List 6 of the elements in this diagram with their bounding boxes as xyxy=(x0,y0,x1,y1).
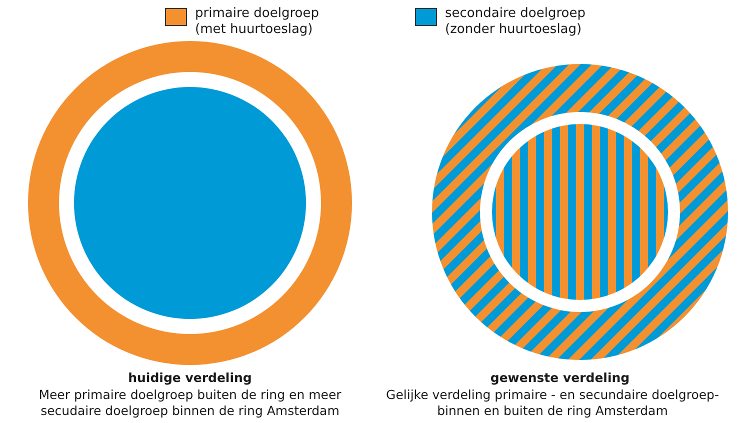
caption-text: Meer primaire doelgroep buiten de ring en meer secudaire doelgroep binnen de ring Amsterdam xyxy=(38,387,342,419)
caption-heading: huidige verdeling xyxy=(127,370,253,386)
caption-heading: gewenste verdeling xyxy=(489,370,631,386)
caption-text: Gelijke verdeling primaire - en secundaire doelgroep- binnen en buiten de ring Amsterdam xyxy=(385,387,720,419)
legend-text: primaire doelgroep (met huurtoeslag) xyxy=(195,6,320,38)
legend-text: secondaire doelgroep (zonder huurtoeslag) xyxy=(445,6,586,38)
